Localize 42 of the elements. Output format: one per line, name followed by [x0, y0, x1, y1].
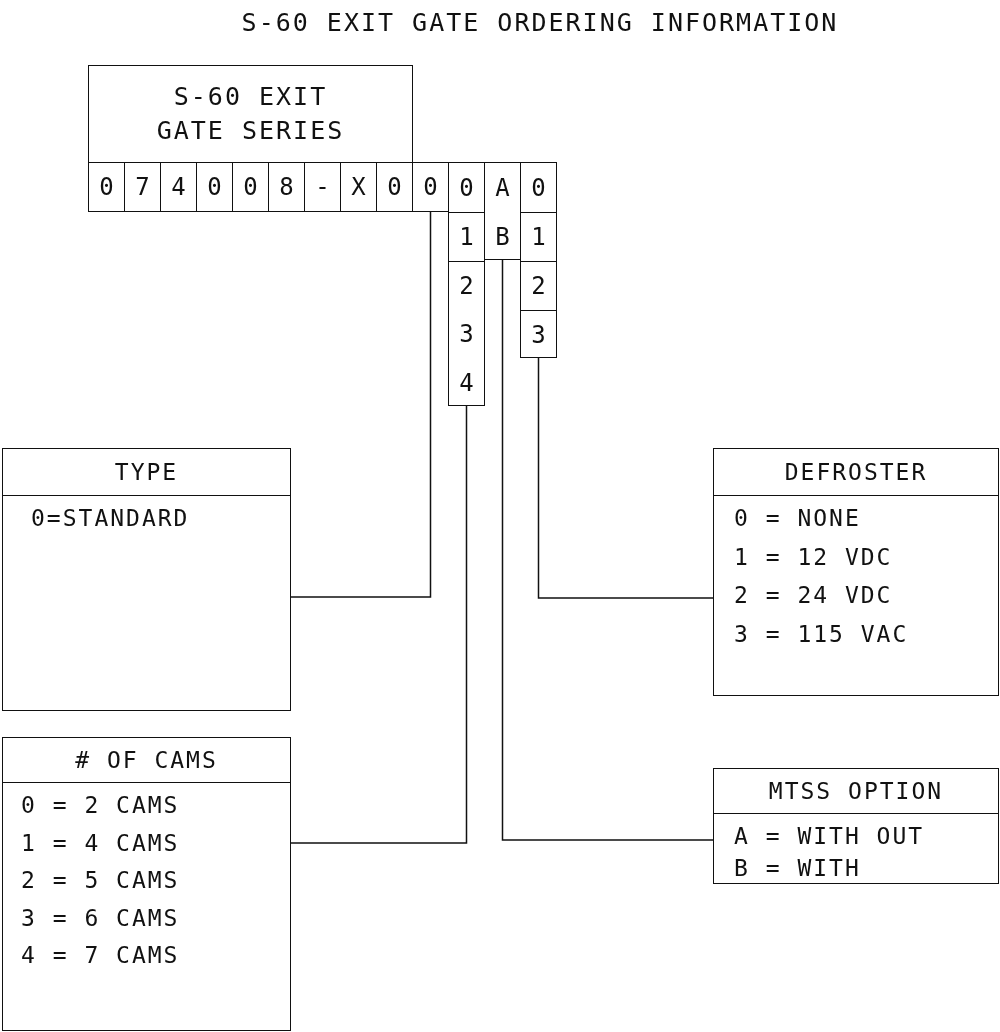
option-code: A [495, 175, 510, 200]
option-code: 3 [459, 322, 474, 347]
table-heading: DEFROSTER [784, 459, 928, 485]
series-title: S-60 EXIT GATE SERIES [155, 81, 346, 147]
option-entry: 4 = 7 CAMS [21, 942, 180, 968]
option-entry: 0 = NONE [734, 505, 861, 531]
option-code: 2 [531, 274, 546, 298]
option-entry: 3 = 115 VAC [734, 620, 909, 647]
option-code-column [448, 162, 485, 406]
table-heading: # OF CAMS [75, 747, 218, 773]
option-code: 1 [459, 225, 474, 249]
option-code: 0 [459, 175, 474, 200]
table-heading: TYPE [114, 459, 179, 485]
leader-line [290, 405, 468, 844]
leader-line [537, 357, 714, 599]
option-entry: B = WITH [734, 855, 861, 881]
option-code-column [484, 162, 521, 260]
option-code: B [495, 224, 510, 249]
option-entry: 2 = 5 CAMS [21, 867, 180, 893]
option-code: 0 [531, 175, 546, 200]
option-code: 2 [459, 274, 474, 299]
option-table [713, 768, 999, 884]
option-entry: 0 = 2 CAMS [21, 792, 180, 818]
option-code: 3 [531, 323, 546, 347]
option-entry: 2 = 24 VDC [734, 582, 893, 608]
option-table [2, 737, 291, 1031]
option-entry: A = WITH OUT [734, 823, 925, 849]
table-heading: MTSS OPTION [768, 778, 944, 804]
part-number-digit: 0 [88, 162, 125, 212]
option-entry: 1 = 12 VDC [734, 543, 893, 570]
option-code-column [520, 162, 557, 358]
option-entry: 1 = 4 CAMS [21, 829, 180, 856]
series-box [88, 65, 413, 163]
option-code: 1 [531, 225, 546, 249]
option-table [713, 448, 999, 696]
leader-line [501, 259, 714, 841]
leader-line [290, 211, 432, 598]
title: S-60 EXIT GATE ORDERING INFORMATION [240, 8, 840, 37]
option-table [2, 448, 291, 711]
option-entry: 0=STANDARD [31, 505, 190, 531]
option-code: 4 [459, 370, 474, 395]
option-entry: 3 = 6 CAMS [21, 904, 180, 931]
